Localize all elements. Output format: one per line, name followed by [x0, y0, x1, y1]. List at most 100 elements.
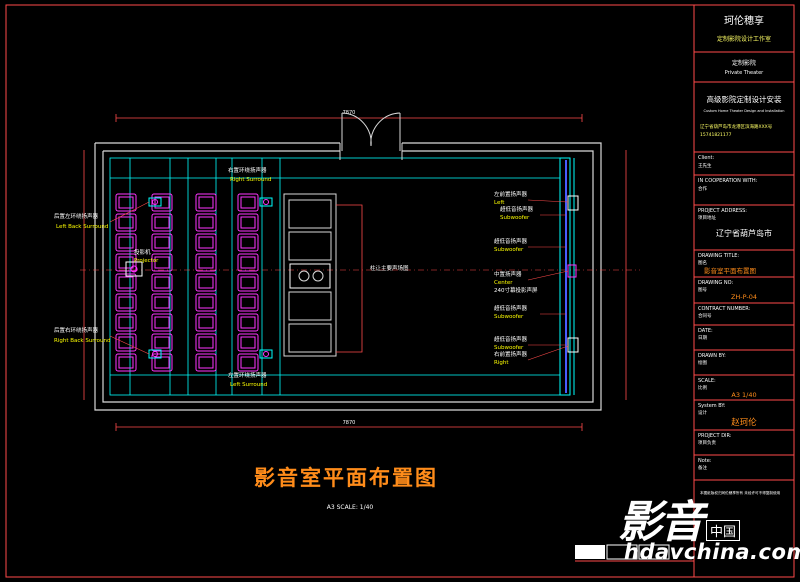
label-projector-en: Projector: [134, 258, 159, 264]
projector: [125, 261, 143, 277]
tb-contract-label: CONTRACT NUMBER:: [698, 306, 751, 312]
tb-date-cn: 日期: [698, 335, 707, 341]
recliner-cushion: [240, 216, 256, 229]
label-center-en: Center: [494, 280, 513, 286]
recliner-seat: [151, 313, 173, 332]
recliner-cushion: [198, 256, 214, 269]
label-left-en: Left: [494, 200, 505, 206]
tb-company-sub: 定制影院设计工作室: [717, 35, 771, 43]
label-sub4-en: Subwoofer: [494, 345, 524, 351]
recliner-cushion: [154, 356, 170, 369]
recliner-seat: [237, 273, 259, 292]
tb-scale-cn: 比例: [698, 384, 707, 391]
recliner-cushion: [198, 336, 214, 349]
recliner-cushion: [198, 276, 214, 289]
recliner-seat: [151, 353, 173, 372]
label-sub4-cn: 超低音扬声器: [494, 335, 528, 343]
label-right-surround-en: Right Surround: [230, 177, 271, 183]
screen-wall: [559, 157, 579, 396]
recliner-cushion: [240, 256, 256, 269]
dim-top-label: 7870: [343, 110, 356, 116]
label-sub3-en: Subwoofer: [494, 314, 524, 320]
label-left-surround-cn: 左置环绕扬声器: [228, 371, 267, 379]
recliner-cushion: [118, 236, 134, 249]
tb-director-cn: 项目负责: [698, 439, 716, 446]
recliner-cushion: [240, 196, 256, 209]
tb-phone: 15741821177: [700, 132, 732, 138]
recliner-seat: [237, 333, 259, 352]
label-right-cn: 右前置扬声器: [494, 350, 528, 358]
recliner-cushion: [154, 236, 170, 249]
room-walls: [94, 142, 602, 411]
drawing-scale-note: A3 SCALE: 1/40: [326, 504, 374, 511]
label-left-back-cn: 后置左环绕扬声器: [54, 212, 99, 220]
tb-design-cn: 设计: [698, 409, 707, 416]
recliner-cushion: [198, 236, 214, 249]
tb-design-value: 赵珂伦: [731, 417, 757, 428]
recliner-cushion: [240, 356, 256, 369]
recliner-seat: [151, 213, 173, 232]
tb-project-cn: 定制影院: [732, 59, 756, 67]
recliner-seat: [237, 213, 259, 232]
tb-design-label: System BY:: [698, 403, 726, 409]
recliner-cushion: [154, 276, 170, 289]
tb-addr-label: PROJECT ADDRESS:: [698, 208, 747, 214]
label-sub3-cn: 超低音扬声器: [494, 304, 528, 312]
recliner-cushion: [198, 356, 214, 369]
dim-bottom-label: 7870: [343, 420, 356, 426]
label-right-back-cn: 后置右环绕扬声器: [54, 326, 99, 334]
recliner-cushion: [118, 276, 134, 289]
recliner-seat: [195, 213, 217, 232]
recliner-cushion: [154, 336, 170, 349]
tb-note-label: Note:: [698, 458, 712, 464]
tb-project-en: Private Theater: [725, 70, 764, 76]
recliner-seat: [115, 313, 137, 332]
dimension-lines: [83, 114, 627, 431]
speaker-coverage-line: [336, 204, 363, 353]
tb-drawn-label: DRAWN BY:: [698, 353, 726, 359]
tb-dno-label: DRAWING NO:: [698, 280, 733, 286]
recliner-cushion: [240, 336, 256, 349]
label-sub1-en: Subwoofer: [500, 215, 530, 221]
tb-service-cn: 高级影院定制设计安装: [707, 94, 782, 104]
label-left-surround-en: Left Surround: [230, 382, 267, 388]
watermark-brand-box: 中国: [706, 520, 741, 541]
recliner-cushion: [240, 236, 256, 249]
recliner-cushion: [154, 256, 170, 269]
tb-dtitle-label: DRAWING TITLE:: [698, 253, 739, 259]
tb-note-cn: 备注: [698, 464, 707, 471]
recliner-seat: [195, 273, 217, 292]
tb-dno-value: ZH-P-04: [731, 293, 757, 301]
recliner-seat: [237, 233, 259, 252]
recliner-cushion: [118, 216, 134, 229]
front-sofa-row: [283, 193, 337, 357]
titleblock: 珂伦穗享 定制影院设计工作室 定制影院 Private Theater 高级影院…: [694, 14, 794, 495]
seating-rows: [115, 193, 259, 372]
recliner-cushion: [118, 296, 134, 309]
recliner-cushion: [154, 216, 170, 229]
tb-drawn-cn: 绘图: [698, 359, 707, 366]
recliner-seat: [237, 193, 259, 212]
recliner-cushion: [118, 336, 134, 349]
recliner-seat: [115, 333, 137, 352]
tb-date-label: DATE:: [698, 328, 713, 334]
recliner-cushion: [198, 296, 214, 309]
recliner-cushion: [118, 316, 134, 329]
tb-addr-value: 辽宁省葫芦岛市: [716, 228, 772, 238]
tb-dno-cn: 图号: [698, 287, 707, 293]
tb-contract-cn: 合同号: [698, 312, 712, 319]
tb-dtitle-value: 影音室平面布置图: [704, 266, 756, 275]
recliner-seat: [151, 193, 173, 212]
tb-footer-note: 本图纸版权归珂伦穗享所有 未经许可不得复制使用: [700, 490, 781, 495]
label-sub1-cn: 超低音扬声器: [500, 205, 534, 213]
label-right-en: Right: [494, 360, 509, 366]
watermark-brand: 影音: [618, 497, 704, 548]
tb-company: 珂伦穗享: [724, 14, 764, 27]
tb-dtitle-cn: 图名: [698, 259, 707, 266]
label-sub2-en: Subwoofer: [494, 247, 524, 253]
recliner-cushion: [240, 316, 256, 329]
label-right-back-en: Right Back Surround: [54, 338, 110, 344]
recliner-seat: [237, 353, 259, 372]
label-screen-cn: 240寸幕投影声屏: [494, 286, 538, 294]
recliner-cushion: [154, 296, 170, 309]
